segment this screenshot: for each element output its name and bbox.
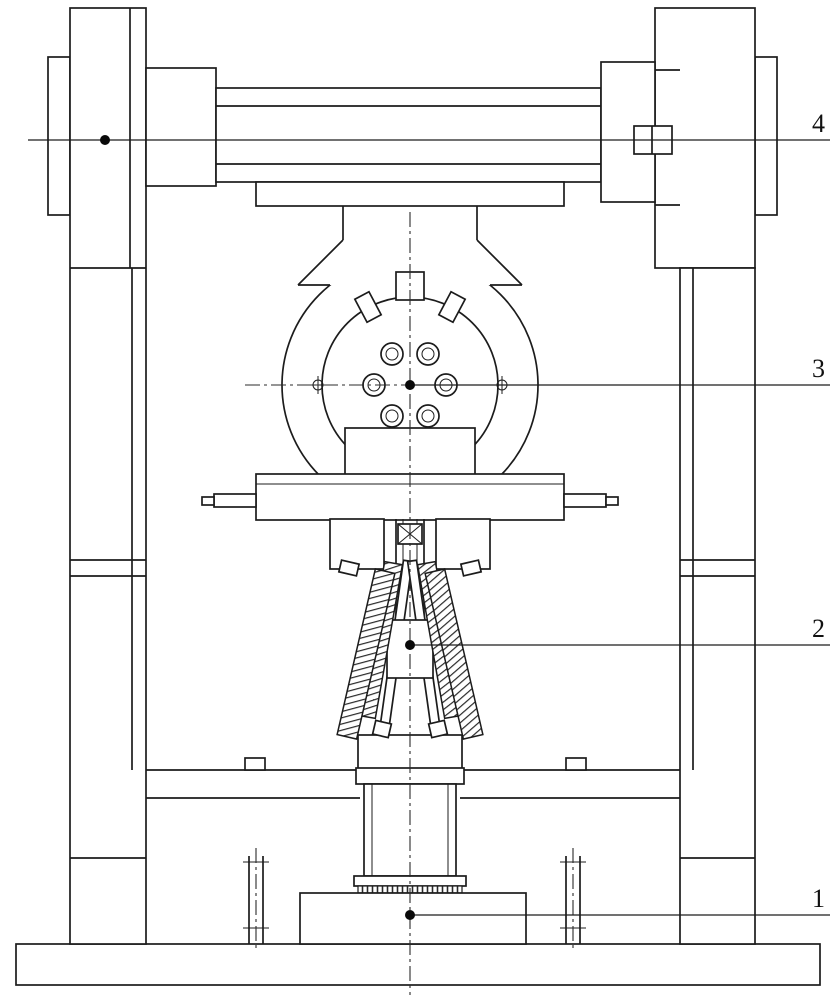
bolt [416, 404, 440, 428]
callout-4-label: 4 [812, 109, 825, 138]
callout-3-dot [405, 380, 415, 390]
callout-2-dot [405, 640, 415, 650]
callout-2: 2 [405, 614, 830, 650]
band-boss-left [244, 757, 266, 771]
right-upright [654, 7, 778, 945]
callout-2-label: 2 [812, 614, 825, 643]
bolt [380, 342, 404, 366]
callout-3-label: 3 [812, 354, 825, 383]
clamp-tab-left [213, 493, 257, 508]
clamp-tab-right [563, 493, 607, 508]
mount-block-right [435, 518, 491, 570]
ground-base-plate [15, 943, 821, 986]
callout-1-label: 1 [812, 884, 825, 913]
band-boss-right [565, 757, 587, 771]
keyway-notch-right [437, 290, 467, 324]
beam-body [215, 87, 602, 183]
left-column [69, 7, 147, 945]
callouts: 4 3 2 1 [28, 109, 830, 920]
bolt [416, 342, 440, 366]
left-outer-plate [47, 56, 71, 216]
callout-4: 4 [28, 109, 830, 145]
anchor-bolt-left [243, 848, 269, 952]
machine-drawing: 4 3 2 1 [15, 7, 830, 995]
keyway-notch-left [353, 290, 383, 324]
spring-strut-outer-right [424, 568, 484, 740]
callout-3: 3 [405, 354, 830, 390]
right-column [679, 267, 756, 945]
top-beam-assembly [145, 61, 673, 207]
anchor-bolt-right [560, 848, 586, 952]
mount-block-left [329, 518, 385, 570]
spring-strut-outer-left [336, 568, 396, 740]
frame-bottom-band [146, 757, 680, 799]
beam-left-block [145, 67, 217, 187]
left-upright [47, 7, 147, 945]
right-outer-plate [754, 56, 778, 216]
callout-1: 1 [405, 884, 830, 920]
callout-1-dot [405, 910, 415, 920]
bolt [380, 404, 404, 428]
callout-4-dot [100, 135, 110, 145]
base-plate-body [15, 943, 821, 986]
centerlines [245, 212, 411, 995]
beam-lower-flange [255, 181, 565, 207]
